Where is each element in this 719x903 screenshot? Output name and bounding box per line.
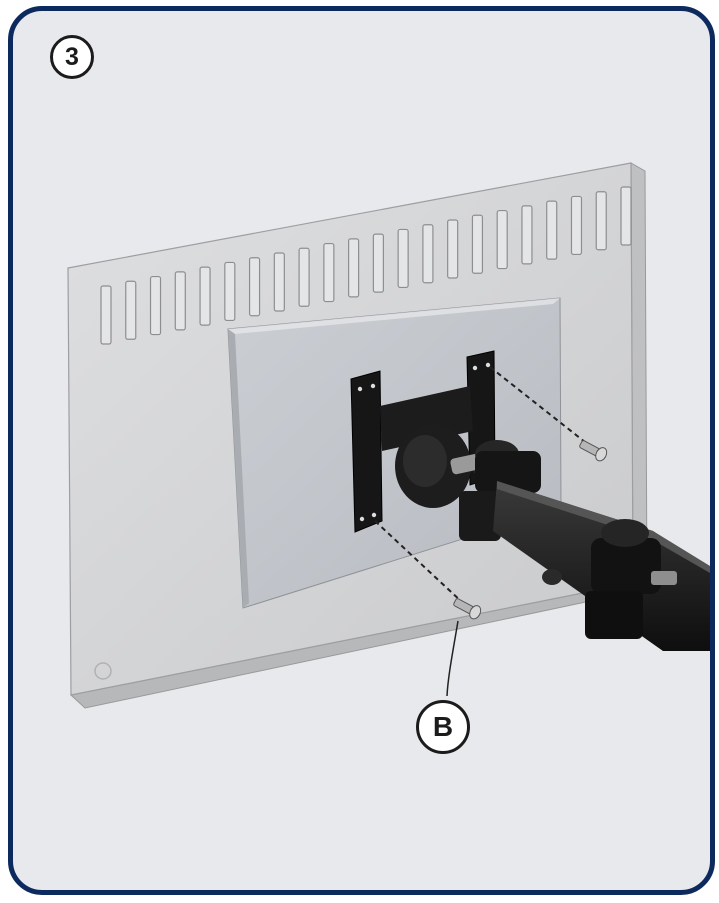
vent-slot [546,200,558,260]
monitor-arm-icon [395,424,710,651]
screw-icon [453,598,482,620]
screw-icon [579,440,608,462]
vent-slot [447,219,459,279]
vent-slot [273,252,285,312]
vent-slot [323,242,335,303]
vent-slot [199,266,211,326]
vent-slot [620,186,632,246]
vent-slot [372,233,384,293]
step-number: 3 [65,42,79,71]
vent-slot [348,238,360,298]
vent-slot [570,195,583,256]
logo-mark [94,662,112,680]
vent-slot [496,209,508,270]
screw-guides [374,366,591,604]
vent-slot [125,280,137,340]
callout-label: B [432,711,454,742]
vent-slot [595,191,607,251]
vent-slot [521,205,533,265]
vent-slot [174,271,186,331]
vent-slot [422,224,434,284]
vent-row [100,186,632,345]
vent-slot [397,228,409,289]
callout-b-badge: B [416,700,470,754]
step-number-badge: 3 [50,35,94,79]
vent-slot [248,257,261,317]
vent-slot [298,247,310,307]
vent-slot [100,285,112,345]
vent-slot [224,261,236,322]
vent-slot [149,275,162,336]
callout-leader [446,620,459,697]
assembly-illustration [67,162,710,709]
vent-slot [471,214,484,274]
instruction-panel: 3 B [8,6,715,895]
